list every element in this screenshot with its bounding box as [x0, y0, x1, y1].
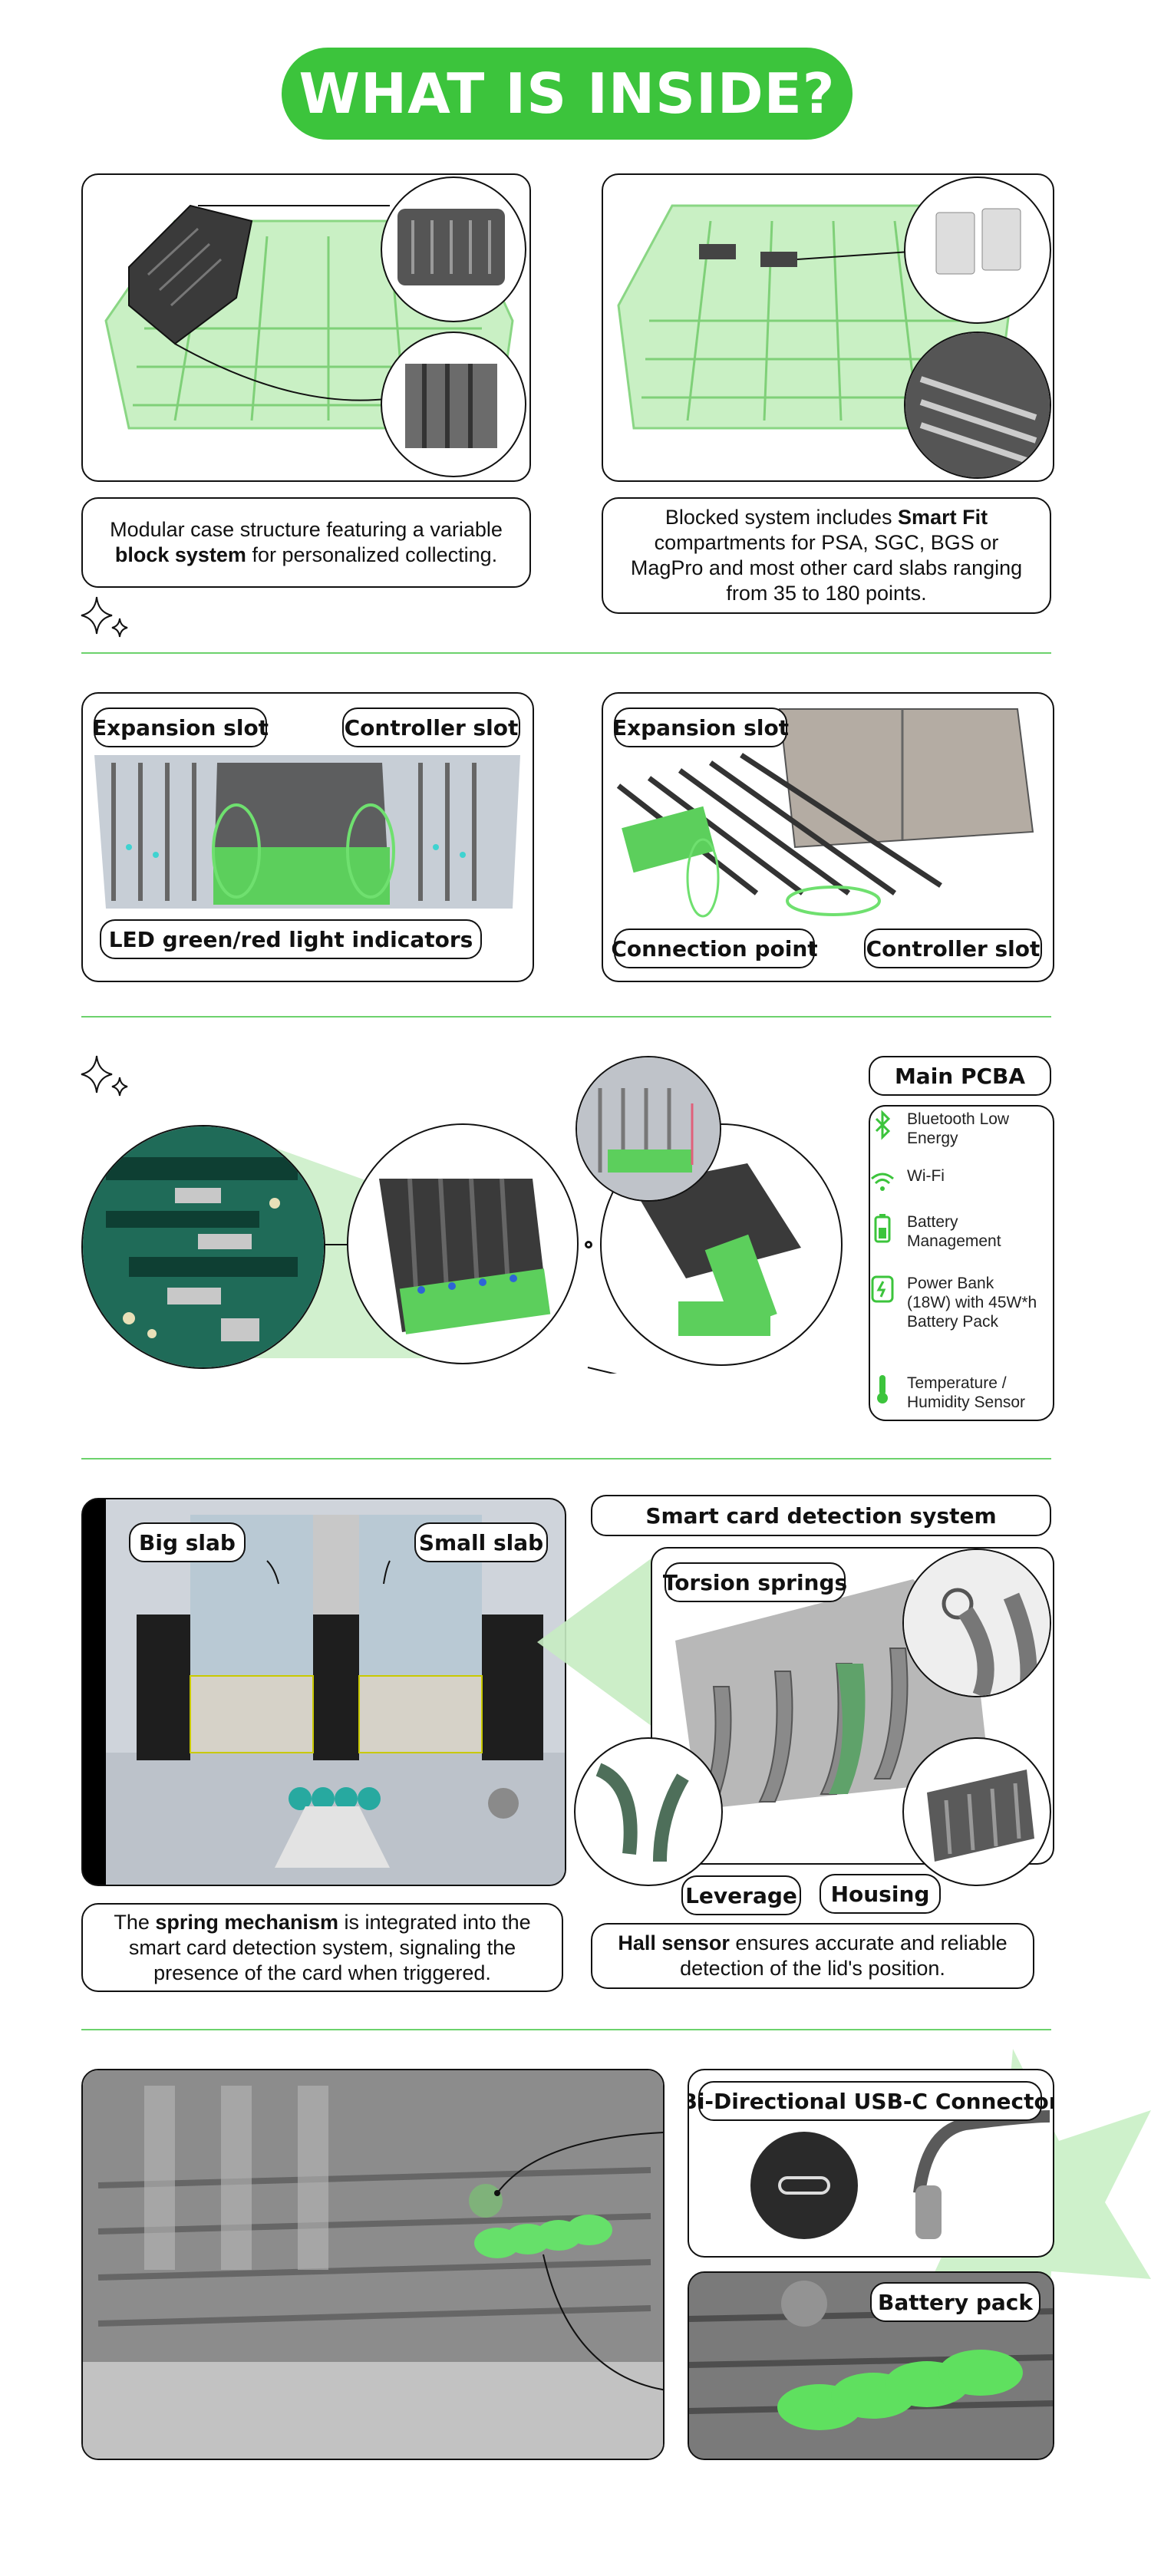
- usb-c-panel: Bi-Directional USB-C Connector: [688, 2069, 1054, 2258]
- connection-point-tag: Connection point: [611, 928, 818, 968]
- slab-spring-panel: Big slab Small slab: [81, 1498, 566, 1886]
- leverage-tag: Leverage: [681, 1875, 801, 1915]
- pcb-closeup-circle: [81, 1125, 325, 1369]
- battery-pack-tag: Battery pack: [870, 2282, 1041, 2322]
- spring-mechanism-caption: The spring mechanism is integrated into …: [81, 1903, 563, 1992]
- usb-c-connector-tag: Bi-Directional USB-C Connector: [689, 2081, 1053, 2121]
- main-pcba-title: Main PCBA: [869, 1056, 1051, 1096]
- feature-sensor: Temperature / Humidity Sensor: [869, 1374, 1050, 1412]
- block-top-view-circle: [381, 176, 526, 322]
- detection-system-title: Smart card detection system: [591, 1495, 1051, 1536]
- smart-fit-panel: [602, 173, 1054, 482]
- housing-tag: Housing: [820, 1874, 941, 1914]
- expansion-slot-tag: Expansion slot: [92, 707, 269, 747]
- section-divider: [81, 652, 1051, 654]
- block-side-view-circle: [381, 331, 526, 477]
- wifi-icon: [871, 1173, 894, 1191]
- feature-battery: Battery Management: [869, 1212, 1050, 1251]
- controller-slot-tag: Controller slot: [342, 707, 520, 747]
- big-slab-tag: Big slab: [129, 1522, 246, 1562]
- bluetooth-icon: [875, 1110, 891, 1140]
- expansion-slot-tag: Expansion slot: [612, 707, 789, 747]
- power-bank-icon: [871, 1275, 894, 1303]
- leverage-detail-circle: [574, 1737, 723, 1886]
- section-divider: [81, 1016, 1051, 1018]
- internal-view-panel: [81, 2069, 665, 2460]
- block-system-caption: Modular case structure featuring a varia…: [81, 497, 531, 588]
- sparkle-icon: [81, 1055, 128, 1097]
- thermometer-icon: [877, 1375, 888, 1403]
- graded-cards-circle: [904, 176, 1051, 324]
- led-indicators-tag: LED green/red light indicators: [100, 919, 482, 959]
- housing-detail-circle: [902, 1737, 1051, 1886]
- feature-wifi: Wi-Fi: [869, 1166, 1050, 1197]
- section-divider: [81, 2029, 1051, 2030]
- internal-view-illustration: [83, 2070, 663, 2459]
- controller-slot-tag: Controller slot: [864, 928, 1042, 968]
- expansion-controller-panel: Expansion slot Controller slot LED green…: [81, 692, 534, 982]
- small-slab-tag: Small slab: [414, 1522, 548, 1562]
- battery-icon: [874, 1214, 891, 1243]
- controller-detail-circle: [576, 1056, 721, 1202]
- torsion-spring-detail-circle: [902, 1549, 1051, 1697]
- battery-pack-panel: Battery pack: [688, 2271, 1054, 2460]
- sparkle-icon: [81, 596, 128, 638]
- case-block-system-panel: [81, 173, 531, 482]
- connection-panel: Expansion slot Connection point Controll…: [602, 692, 1054, 982]
- usb-c-illustration: [750, 2110, 1050, 2239]
- smart-fit-caption: Blocked system includes Smart Fit compar…: [602, 497, 1051, 614]
- torsion-springs-tag: Torsion springs: [663, 1562, 847, 1602]
- slab-compartments-circle: [904, 331, 1051, 479]
- slab-cross-section-illustration: [106, 1499, 565, 1885]
- slot-rear-illustration: [616, 708, 1034, 918]
- pcba-features-list: [869, 1105, 1054, 1421]
- hall-sensor-caption: Hall sensor ensures accurate and reliabl…: [591, 1923, 1034, 1989]
- section-divider: [81, 1458, 1051, 1460]
- page-title: WHAT IS INSIDE?: [282, 48, 853, 140]
- feature-bluetooth: Bluetooth Low Energy: [869, 1110, 1050, 1148]
- controller-block-circle: [347, 1123, 579, 1364]
- slot-assembly-illustration: [94, 755, 520, 909]
- feature-power-bank: Power Bank (18W) with 45W*h Battery Pack: [869, 1274, 1050, 1331]
- callout-beam: [537, 1558, 652, 1727]
